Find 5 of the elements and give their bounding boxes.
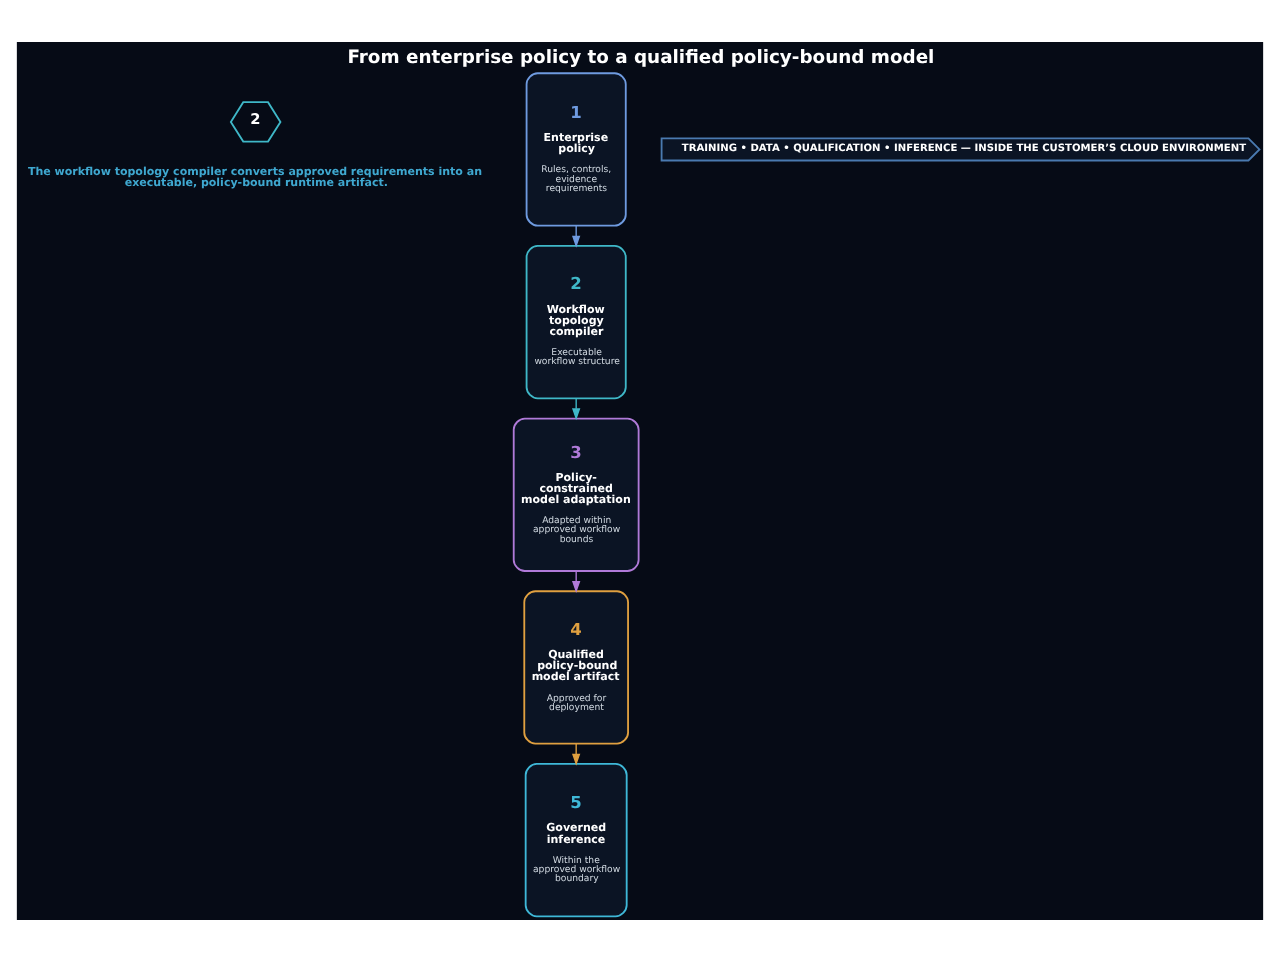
arrow (572, 569, 581, 592)
arrow (572, 397, 581, 420)
diagram-title: From enterprise policy to a qualified policy-bound model (347, 46, 935, 69)
arrow (572, 742, 581, 765)
arrow (572, 224, 581, 247)
